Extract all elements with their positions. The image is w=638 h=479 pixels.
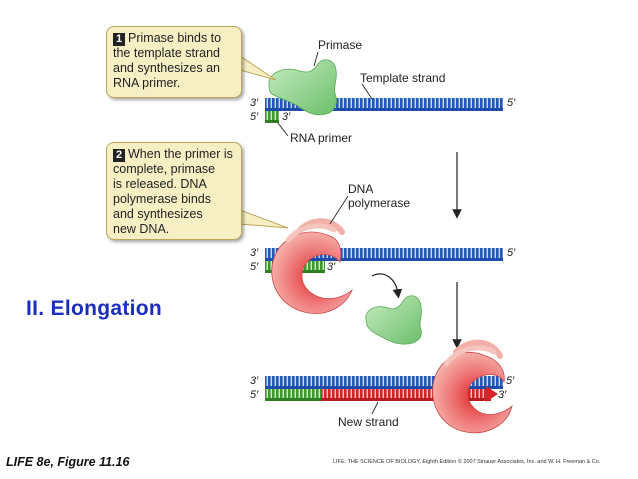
step2-template-5prime: 5′: [507, 247, 516, 259]
step1-primer-3prime: 3′: [282, 111, 291, 123]
step2-primer-3prime: 3′: [327, 261, 336, 273]
step1-number: 1: [113, 33, 125, 46]
section-title: II. Elongation: [26, 297, 163, 320]
released-primase: [365, 295, 422, 345]
step2-text: When the primer is complete, primase is …: [113, 147, 233, 236]
primase-release-arrow: [371, 273, 403, 299]
primase-label: Primase: [318, 38, 363, 52]
dna-polymerase-step3: [432, 339, 513, 434]
step3-template-3prime: 3′: [250, 375, 259, 387]
rna-primer-label: RNA primer: [290, 131, 353, 145]
step1-template-5prime: 5′: [507, 97, 516, 109]
primase-leader: [313, 51, 319, 67]
step3-rna-primer: [265, 389, 321, 401]
step3-template-5prime: 5′: [506, 375, 515, 387]
step1-rna-primer: [265, 111, 279, 123]
rna-primer-leader: [277, 122, 289, 137]
figure-caption: LIFE 8e, Figure 11.16: [6, 455, 130, 469]
template-strand-label: Template strand: [360, 71, 446, 85]
step2-number: 2: [113, 149, 125, 162]
step2-primer-5prime: 5′: [250, 261, 259, 273]
dna-polymerase-step2: [271, 218, 353, 314]
copyright-credit: LIFE: THE SCIENCE OF BIOLOGY, Eighth Edi…: [333, 459, 601, 465]
step1-text: Primase binds to the template strand and…: [113, 31, 222, 90]
step3-primer-5prime: 5′: [250, 389, 259, 401]
step3-new-strand: [321, 386, 498, 402]
new-strand-leader: [371, 401, 379, 415]
callout1-pointer: [239, 55, 277, 81]
callout2-pointer: [239, 209, 289, 229]
step2-template-3prime: 3′: [250, 247, 259, 259]
step1-primer-5prime: 5′: [250, 111, 259, 123]
step1-template-3prime: 3′: [250, 97, 259, 109]
new-strand-label: New strand: [338, 415, 399, 429]
dna-polymerase-label: DNA polymerase: [348, 182, 411, 210]
dna-polymerase-leader: [329, 195, 349, 225]
primase-enzyme: [268, 59, 337, 116]
step3-newstrand-3prime: 3′: [498, 389, 507, 401]
template-strand-leader: [361, 83, 373, 100]
